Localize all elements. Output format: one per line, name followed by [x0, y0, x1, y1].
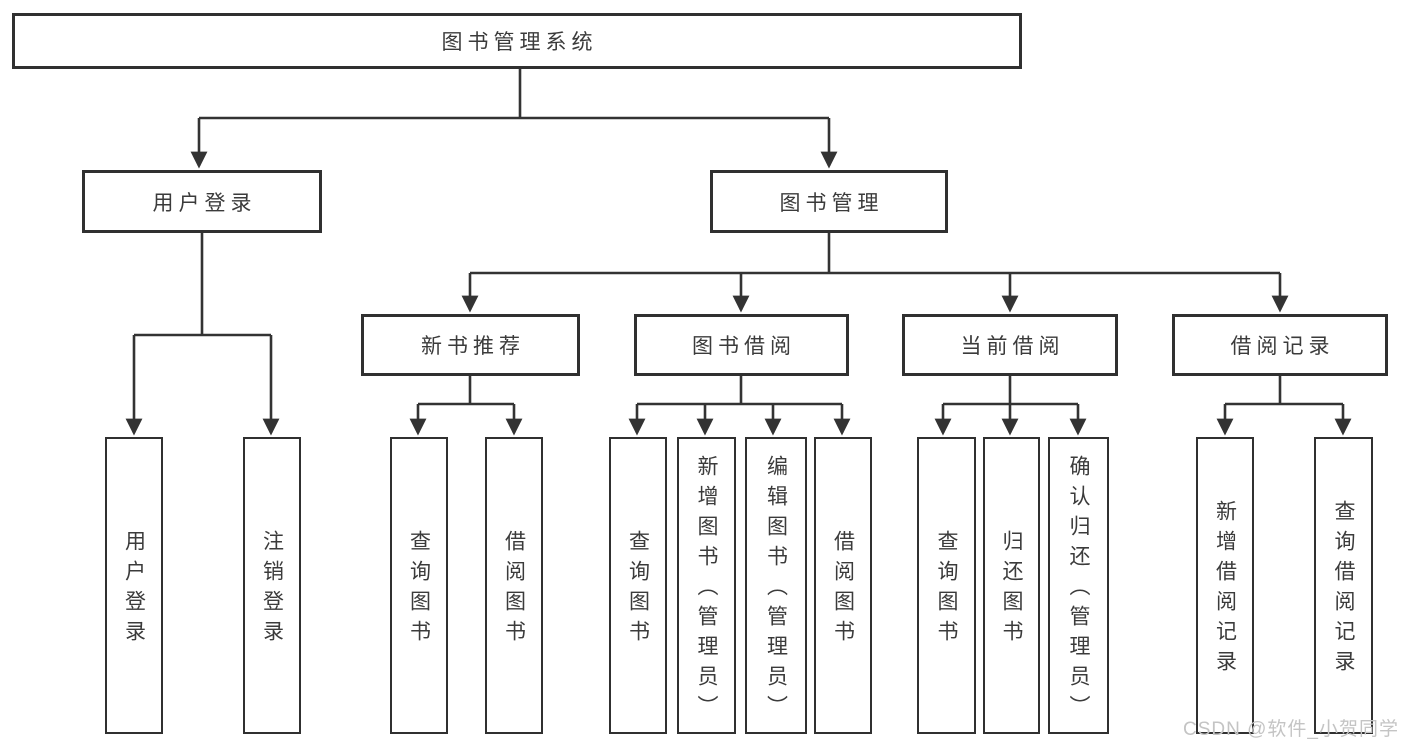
node-logout: 注销登录 [243, 437, 301, 734]
node-user-login-group: 用户登录 [82, 170, 322, 233]
node-current-confirm-return: 确认归还（管理员） [1048, 437, 1109, 734]
node-current-borrow: 当前借阅 [902, 314, 1118, 376]
csdn-watermark: CSDN @软件_小贺同学 [1183, 719, 1399, 740]
node-current-return-books: 归还图书 [983, 437, 1040, 734]
node-current-query-books: 查询图书 [917, 437, 976, 734]
node-records-query: 查询借阅记录 [1314, 437, 1373, 734]
node-user-login: 用户登录 [105, 437, 163, 734]
node-book-borrow: 图书借阅 [634, 314, 849, 376]
node-borrow-edit-books: 编辑图书（管理员） [745, 437, 807, 734]
node-rec-query-books: 查询图书 [390, 437, 448, 734]
node-rec-borrow-books: 借阅图书 [485, 437, 543, 734]
node-book-mgmt: 图书管理 [710, 170, 948, 233]
node-borrow-borrow-books: 借阅图书 [814, 437, 872, 734]
node-new-book-rec: 新书推荐 [361, 314, 580, 376]
node-borrow-add-books: 新增图书（管理员） [677, 437, 736, 734]
node-root: 图书管理系统 [12, 13, 1022, 69]
node-borrow-query-books: 查询图书 [609, 437, 667, 734]
node-records-add: 新增借阅记录 [1196, 437, 1254, 734]
node-borrow-records: 借阅记录 [1172, 314, 1388, 376]
